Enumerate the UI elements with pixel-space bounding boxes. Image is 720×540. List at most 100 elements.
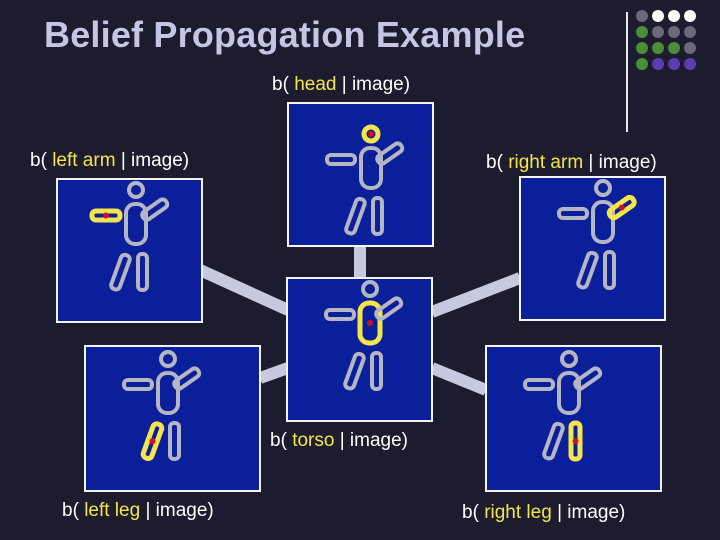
- belief-peak-marker: [103, 212, 109, 219]
- label-head-suffix: | image): [336, 74, 411, 95]
- decorative-dot: [668, 42, 680, 54]
- torso-icon: [357, 300, 383, 346]
- edge-leftleg-torso: [257, 362, 291, 384]
- head-icon: [127, 181, 145, 199]
- slide-title: Belief Propagation Example: [44, 14, 526, 55]
- label-head-prefix: b(: [272, 74, 295, 95]
- edge-rightarm-torso: [429, 272, 523, 318]
- head-icon: [560, 350, 578, 368]
- right-arm-icon: [375, 141, 405, 166]
- decorative-dot: [684, 58, 696, 70]
- belief-peak-marker: [618, 204, 625, 211]
- decorative-dot: [636, 42, 648, 54]
- stick-figure: [324, 280, 404, 391]
- panel-left-leg: [84, 345, 261, 492]
- stick-figure: [325, 124, 405, 236]
- decorative-dot: [684, 26, 696, 38]
- torso-icon: [591, 200, 615, 244]
- right-arm-icon: [140, 197, 170, 222]
- left-arm-icon: [325, 153, 357, 166]
- belief-peak-marker: [368, 131, 374, 137]
- decorative-dot: [652, 10, 664, 22]
- label-left-arm-part: left arm: [52, 150, 116, 171]
- left-arm-icon: [122, 378, 154, 391]
- label-left-leg-suffix: | image): [140, 500, 214, 521]
- decorative-dot: [668, 10, 680, 22]
- label-right-leg-suffix: | image): [551, 502, 626, 523]
- label-right-arm-suffix: | image): [583, 152, 657, 173]
- torso-icon: [156, 371, 180, 415]
- decorative-dot: [652, 58, 664, 70]
- title-divider: [626, 12, 628, 132]
- stick-figure: [557, 179, 637, 290]
- decorative-dot: [636, 58, 648, 70]
- right-leg-icon: [568, 420, 583, 462]
- panel-torso: [286, 277, 433, 422]
- label-right-arm: b( right arm | image): [486, 152, 657, 174]
- belief-peak-marker: [367, 320, 373, 326]
- head-icon: [361, 280, 379, 298]
- left-leg-icon: [140, 421, 165, 461]
- panel-left-arm: [56, 178, 203, 323]
- head-icon: [594, 179, 612, 197]
- torso-icon: [557, 371, 581, 415]
- label-left-leg-part: left leg: [84, 500, 141, 521]
- left-arm-icon: [557, 207, 589, 220]
- label-left-arm-prefix: b(: [30, 150, 53, 171]
- right-leg-icon: [136, 252, 149, 292]
- decorative-dot: [636, 10, 648, 22]
- label-right-arm-part: right arm: [508, 152, 584, 173]
- label-left-arm-suffix: | image): [115, 150, 190, 171]
- stick-figure: [89, 181, 170, 292]
- left-arm-icon: [89, 208, 123, 223]
- left-arm-icon: [324, 308, 356, 321]
- panel-head: [287, 102, 434, 247]
- right-arm-icon: [172, 366, 202, 391]
- label-torso-prefix: b(: [270, 430, 293, 451]
- left-leg-icon: [542, 421, 565, 461]
- label-torso: b( torso | image): [270, 430, 408, 452]
- left-arm-icon: [523, 378, 555, 391]
- belief-peak-marker: [149, 438, 156, 445]
- decorative-dot: [684, 42, 696, 54]
- left-leg-icon: [343, 351, 366, 391]
- label-right-leg-part: right leg: [484, 502, 552, 523]
- head-icon: [159, 350, 177, 368]
- decorative-dot: [668, 26, 680, 38]
- label-left-arm: b( left arm | image): [30, 150, 189, 172]
- label-head-part: head: [294, 74, 337, 95]
- label-left-leg-prefix: b(: [62, 500, 85, 521]
- decorative-dot: [652, 26, 664, 38]
- label-torso-part: torso: [292, 430, 335, 451]
- torso-icon: [359, 146, 383, 190]
- label-head: b( head | image): [272, 74, 410, 96]
- label-right-leg-prefix: b(: [462, 502, 485, 523]
- panel-right-arm: [519, 176, 666, 321]
- left-leg-icon: [109, 252, 132, 292]
- panel-right-leg: [485, 345, 662, 492]
- left-leg-icon: [344, 196, 367, 236]
- decorative-dot: [684, 10, 696, 22]
- right-leg-icon: [371, 196, 384, 236]
- left-leg-icon: [576, 250, 599, 290]
- edge-leftarm-torso: [197, 264, 291, 316]
- head-icon: [361, 124, 381, 144]
- decorative-dot: [652, 42, 664, 54]
- right-leg-icon: [603, 250, 616, 290]
- belief-peak-marker: [572, 438, 579, 444]
- label-left-leg: b( left leg | image): [62, 500, 214, 522]
- label-right-arm-prefix: b(: [486, 152, 509, 173]
- edge-rightleg-torso: [429, 362, 489, 396]
- right-leg-icon: [370, 351, 383, 391]
- decorative-dot: [668, 58, 680, 70]
- stick-figure: [523, 350, 603, 462]
- right-leg-icon: [168, 421, 181, 461]
- label-torso-suffix: | image): [334, 430, 409, 451]
- stick-figure: [122, 350, 202, 461]
- torso-icon: [124, 202, 148, 246]
- right-arm-icon: [573, 366, 603, 391]
- label-right-leg: b( right leg | image): [462, 502, 625, 524]
- right-arm-icon: [606, 194, 637, 221]
- right-arm-icon: [374, 296, 404, 321]
